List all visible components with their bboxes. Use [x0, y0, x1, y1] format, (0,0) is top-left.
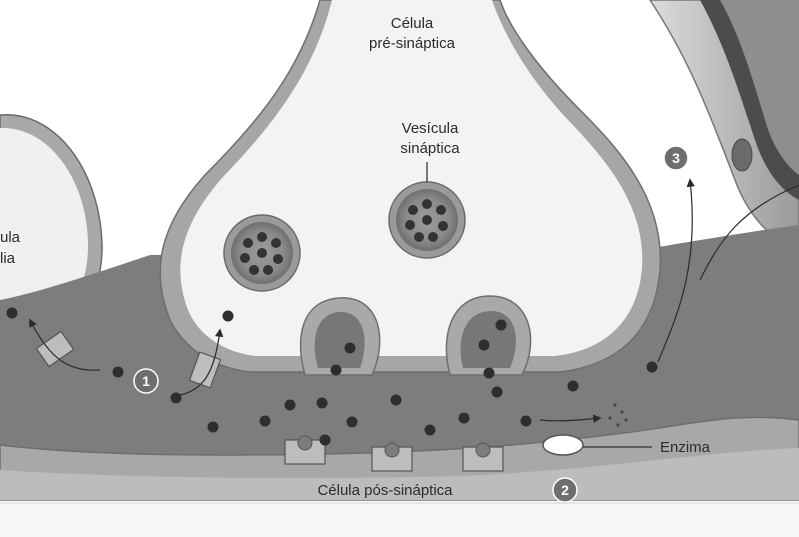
vesicle-molecule — [408, 205, 418, 215]
vesicle-molecule — [249, 265, 259, 275]
neurotransmitter-molecule — [330, 364, 342, 376]
transporter-glial — [35, 330, 75, 368]
vesicle-molecule — [240, 253, 250, 263]
label-pre-cell-2: pré-sináptica — [369, 35, 456, 52]
neurotransmitter-molecule — [344, 342, 356, 354]
neurotransmitter-molecule — [478, 339, 490, 351]
receptor — [371, 442, 413, 472]
neurotransmitter-molecule — [259, 415, 271, 427]
vesicle-neurotransmitters — [240, 199, 448, 275]
neurotransmitter-molecule — [170, 392, 182, 404]
vesicle-molecule — [438, 221, 448, 231]
svg-text:2: 2 — [561, 482, 569, 498]
neurotransmitter-molecule — [646, 361, 658, 373]
vesicle-molecule — [273, 254, 283, 264]
arrow-to-blood — [699, 184, 799, 281]
step-badge-3: 3 — [663, 145, 689, 171]
vesicle-molecule — [414, 232, 424, 242]
vesicle-molecule — [243, 238, 253, 248]
neurotransmitter-molecule — [458, 412, 470, 424]
vesicle-molecule — [257, 232, 267, 242]
arrow-reuptake-glial — [29, 318, 101, 371]
neurotransmitter-molecule — [6, 307, 18, 319]
neurotransmitter-molecule — [207, 421, 219, 433]
neurotransmitter-molecule — [316, 397, 328, 409]
vesicle-molecule — [405, 220, 415, 230]
neurotransmitter-molecule — [390, 394, 402, 406]
svg-text:1: 1 — [142, 373, 150, 389]
docking-vesicle-left — [299, 297, 381, 376]
vesicle-molecule — [422, 199, 432, 209]
vesicle-molecule — [422, 215, 432, 225]
neurotransmitter-molecule — [319, 434, 331, 446]
vesicle-molecule — [271, 238, 281, 248]
label-vesicle-1: Vesícula — [402, 120, 459, 137]
vesicle-molecule — [436, 205, 446, 215]
arrow-diffusion — [657, 178, 695, 363]
receptor — [462, 442, 504, 472]
neurotransmitter-molecule — [424, 424, 436, 436]
label-pre-cell-1: Célula — [391, 15, 434, 32]
step-badge-1: 1 — [133, 368, 159, 394]
receptor — [284, 435, 326, 465]
neurotransmitter-molecules — [6, 307, 658, 446]
label-vesicle-2: sináptica — [400, 140, 460, 157]
label-left-cell-1: ula — [0, 229, 21, 246]
degraded-fragments — [608, 403, 628, 427]
neurotransmitter-molecule — [567, 380, 579, 392]
neurotransmitter-molecule — [222, 310, 234, 322]
arrow-enzyme — [539, 414, 602, 423]
neurotransmitter-molecule — [483, 367, 495, 379]
bottom-bar — [0, 503, 799, 537]
docking-vesicle-right — [445, 295, 532, 376]
label-enzyme: Enzima — [660, 439, 711, 456]
vesicle-molecule — [428, 232, 438, 242]
label-left-cell-2: lia — [0, 250, 16, 267]
vesicle-molecule — [257, 248, 267, 258]
neurotransmitter-molecule — [284, 399, 296, 411]
enzyme-shape — [542, 434, 584, 456]
neurotransmitter-molecule — [112, 366, 124, 378]
neurotransmitter-molecule — [491, 386, 503, 398]
neurotransmitter-molecule — [346, 416, 358, 428]
neurotransmitter-molecule — [520, 415, 532, 427]
neurotransmitter-molecule — [495, 319, 507, 331]
receptors — [284, 435, 504, 472]
svg-text:3: 3 — [672, 150, 680, 166]
vesicle-molecule — [263, 265, 273, 275]
label-post-cell: Célula pós-sináptica — [317, 482, 453, 499]
step-badge-2: 2 — [552, 477, 578, 503]
transporter-presynaptic — [188, 351, 222, 389]
arrows — [29, 178, 799, 448]
right-partial-cell — [649, 0, 799, 251]
arrow-reuptake-pre — [174, 328, 224, 397]
